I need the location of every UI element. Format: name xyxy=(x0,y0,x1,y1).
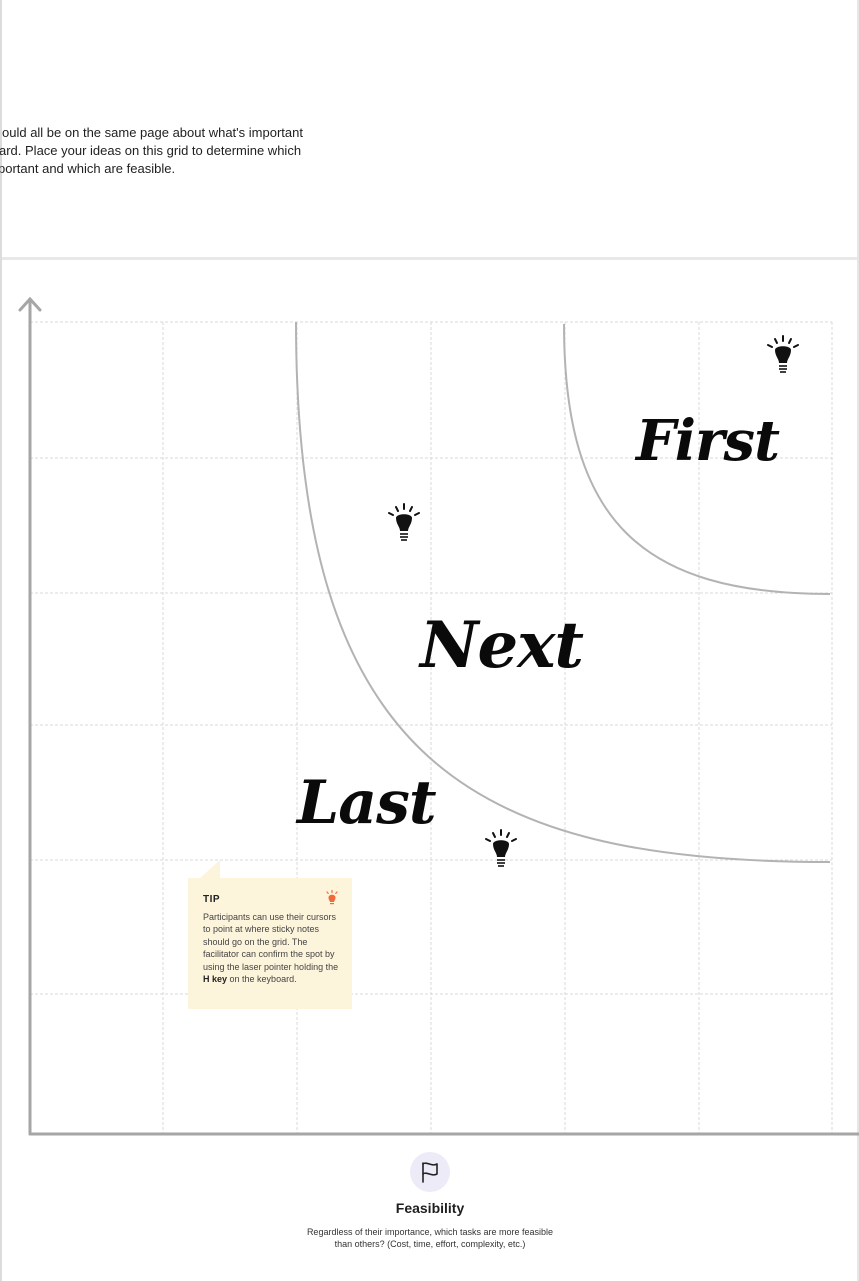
tip-body: Participants can use their cursors to po… xyxy=(203,911,343,985)
curve-first-boundary xyxy=(563,323,831,595)
lightbulb-icon[interactable] xyxy=(484,829,518,869)
canvas-left-edge xyxy=(0,0,2,1281)
priority-curves xyxy=(295,321,831,863)
y-axis-arrow xyxy=(18,296,42,312)
tip-sticky-note[interactable]: TIP Participants can use their cursors t… xyxy=(188,878,352,1009)
lightbulb-icon[interactable] xyxy=(387,503,421,543)
intro-line: ould all be on the same page about what'… xyxy=(2,125,303,140)
curve-next-boundary xyxy=(295,321,831,863)
axes xyxy=(18,296,859,1136)
zone-label-first: First xyxy=(636,408,780,474)
intro-line: ard. Place your ideas on this grid to de… xyxy=(0,143,302,158)
intro-line: portant and which are feasible. xyxy=(0,161,176,176)
tip-key: H key xyxy=(203,974,228,985)
lightbulb-icon[interactable] xyxy=(766,335,800,375)
axis-description-feasibility: Regardless of their importance, which ta… xyxy=(306,1227,554,1249)
feasibility-badge xyxy=(410,1152,450,1192)
zone-label-last: Last xyxy=(297,768,437,838)
tip-title: TIP xyxy=(203,894,221,905)
tip-callout-notch xyxy=(198,860,220,880)
section-divider xyxy=(2,257,857,260)
intro-text: ould all be on the same page about what'… xyxy=(0,124,345,178)
zone-label-next: Next xyxy=(420,608,584,683)
canvas-right-edge xyxy=(857,0,859,1281)
axis-title-feasibility: Feasibility xyxy=(395,1200,465,1216)
tip-body-text-end: on the keyboard. xyxy=(227,974,297,985)
tip-body-text: Participants can use their cursors to po… xyxy=(203,912,339,972)
lightbulb-icon xyxy=(326,890,338,905)
flag-icon xyxy=(422,1162,438,1183)
